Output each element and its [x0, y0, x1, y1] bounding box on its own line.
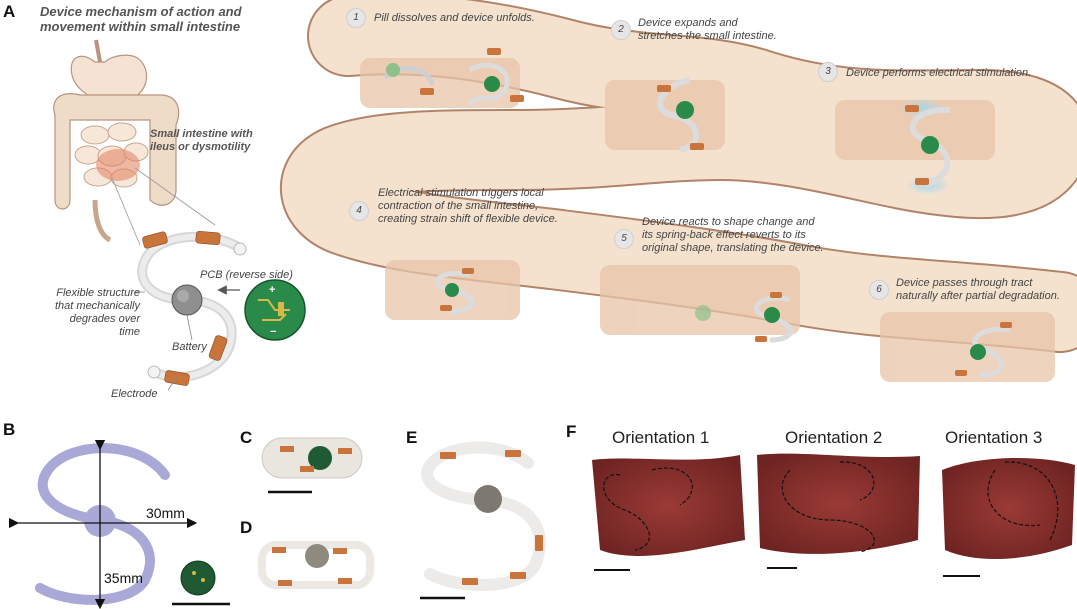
device-illustration-a [135, 230, 306, 391]
step-1-line1: Pill dissolves and device unfolds. [374, 12, 535, 24]
step-2-text: Device expands and stretches the small i… [638, 17, 777, 43]
step-5-line2: its spring-back effect reverts to its [642, 229, 806, 241]
panel-label-e: E [406, 428, 418, 447]
intestine-label: Small intestine with ileus or dysmotilit… [150, 128, 253, 154]
panel-a-title: Device mechanism of action and movement … [40, 4, 242, 34]
pcb-plus-mark: + [269, 284, 276, 296]
step-6-line2: naturally after partial degradation. [896, 290, 1060, 302]
step-4-line2: contraction of the small intestine, [378, 200, 539, 212]
step-1-text: Pill dissolves and device unfolds. [374, 12, 535, 25]
step-4-line3: creating strain shift of flexible device… [378, 213, 558, 225]
panel-a-title-line1: Device mechanism of action and [40, 4, 242, 19]
step-4-line1: Electrical stimulation triggers local [378, 187, 544, 199]
photo-c [261, 437, 363, 494]
step-5-text: Device reacts to shape change and its sp… [642, 216, 824, 255]
tissue-photos-f [592, 453, 1075, 577]
panel-label-c: C [240, 428, 253, 447]
step-5-number: 5 [614, 229, 634, 249]
step-2-number: 2 [611, 20, 631, 40]
panel-a-title-line2: movement within small intestine [40, 19, 241, 34]
step-2-line1: Device expands and [638, 17, 738, 29]
panel-label-a: A [3, 2, 16, 21]
step-5-line3: original shape, translating the device. [642, 242, 824, 254]
flex-label-line3: degrades over time [69, 313, 140, 338]
step-3-line1: Device performs electrical stimulation. [846, 67, 1032, 79]
orientation-3-label: Orientation 3 [945, 428, 1043, 447]
electrode-label: Electrode [111, 388, 158, 400]
intestine-label-line1: Small intestine with [150, 128, 253, 140]
height-dimension-label: 35mm [104, 570, 143, 586]
photo-d [258, 541, 374, 589]
step-6-text: Device passes through tract naturally af… [896, 277, 1060, 303]
step-4-text: Electrical stimulation triggers local co… [378, 187, 558, 226]
step-3-text: Device performs electrical stimulation. [846, 67, 1031, 80]
orientation-1-label: Orientation 1 [612, 428, 710, 447]
flex-label-line1: Flexible structure [56, 287, 140, 299]
intestine-label-line2: ileus or dysmotility [150, 141, 251, 153]
pcb-minus-mark: − [270, 326, 277, 338]
step-devices [383, 48, 1012, 378]
photo-e [420, 441, 546, 600]
orientation-2-label: Orientation 2 [785, 428, 883, 447]
device-diagram-b [8, 439, 230, 609]
width-dimension-label: 30mm [146, 505, 185, 521]
step-1-number: 1 [346, 8, 366, 28]
flex-label-line2: that mechanically [55, 300, 140, 312]
step-2-line2: stretches the small intestine. [638, 30, 777, 42]
step-6-line1: Device passes through tract [896, 277, 1033, 289]
step-4-number: 4 [349, 201, 369, 221]
panel-label-d: D [240, 518, 253, 537]
pcb-label: PCB (reverse side) [200, 269, 293, 281]
step-3-number: 3 [818, 62, 838, 82]
battery-label: Battery [172, 341, 207, 353]
panel-label-b: B [3, 420, 16, 439]
flex-structure-label: Flexible structure that mechanically deg… [48, 287, 140, 339]
anatomy-illustration [53, 39, 216, 246]
step-5-line1: Device reacts to shape change and [642, 216, 815, 228]
step-6-number: 6 [869, 280, 889, 300]
panel-label-f: F [566, 422, 577, 441]
